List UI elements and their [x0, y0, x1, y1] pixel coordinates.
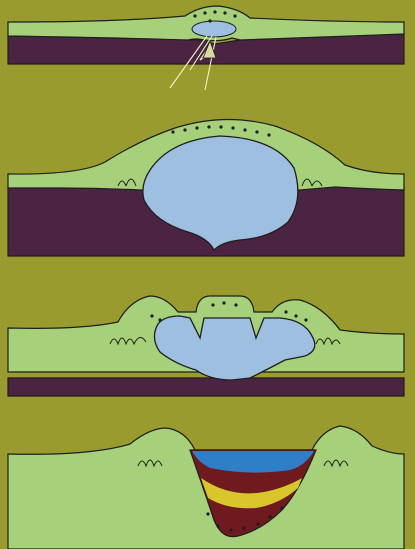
magma-reservoir	[192, 21, 236, 37]
basement-layer	[8, 378, 404, 396]
